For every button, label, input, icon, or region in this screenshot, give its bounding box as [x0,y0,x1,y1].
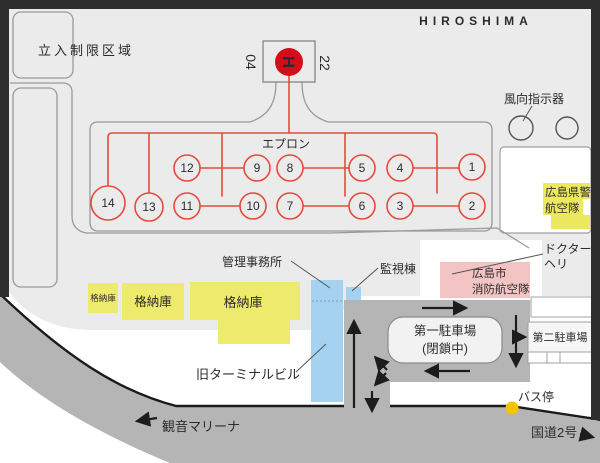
marina-label: 観音マリーナ [162,419,240,434]
old-terminal-pointer [295,343,327,373]
restricted-area-label: 立入制限区域 [38,43,134,58]
wind-indicator-pointer [522,105,533,122]
arrow-downleft [373,369,390,387]
bus-stop-icon [505,401,519,415]
hangar-large [190,282,300,344]
police-highlight-2 [543,199,583,215]
watch-tower-building [346,287,361,300]
police-highlight-3 [551,215,590,229]
apron-outline [89,121,493,232]
spot-number: 9 [254,161,261,175]
hangar-mid [122,283,184,320]
spot-number: 14 [101,196,115,210]
admin-office-pointer [290,260,331,289]
spot-number: 13 [142,200,156,214]
spot-number: 6 [359,199,366,213]
apron-spot-1 [458,153,486,181]
spot-number: 3 [397,199,404,213]
airfield-boundary-line [10,82,530,249]
fire-unit-label-1: 広島市 [472,266,507,280]
runway-22-label: 22 [317,55,333,71]
second-parking-label: 第二駐車場 [533,330,588,344]
fire-unit-label-2: 消防航空隊 [472,282,530,296]
apron-spot-5 [348,154,376,182]
watch-tower-label: 監視棟 [380,261,416,276]
fire-unit-block [440,262,530,298]
spot-number: 5 [359,161,366,175]
helipad-h-icon: H [279,56,298,68]
doctor-heli-label-1: ドクター [544,242,592,256]
apron-spot-8 [276,154,304,182]
stall-dividers [546,352,561,363]
hangar-large-label: 格納庫 [223,295,262,310]
arrow-marina [134,411,158,427]
spot-number: 7 [287,199,294,213]
bus-stop-label: バス停 [518,389,554,404]
spot-number: 8 [287,161,294,175]
police-unit-label-2: 航空隊 [545,201,580,215]
apron-spot-7 [276,192,304,220]
second-parking-lot [527,321,593,353]
police-highlight-1 [543,183,590,199]
hangar-small-label: 格納庫 [90,293,116,303]
apron-label: エプロン [262,137,310,151]
admin-office-label: 管理事務所 [222,254,282,269]
old-terminal-label: 旧ターミナルビル [196,367,300,382]
apron-spot-11 [173,192,201,220]
airport-code-label: HIROSHIMA [419,14,533,28]
boundary-box-left [12,87,58,288]
apron-spot-9 [243,154,271,182]
spot-number: 12 [180,161,194,175]
wind-indicator-label: 風向指示器 [504,91,564,106]
runway-04-label: 04 [243,54,259,70]
first-parking-label-1: 第一駐車場 [414,323,477,338]
hangar-small [88,283,118,313]
wind-indicator-icon [555,116,579,140]
first-parking-lot [387,316,503,364]
frame-right [591,0,600,420]
taxi-lines [107,75,460,207]
route2-label: 国道2号 [531,425,577,440]
apron-spot-2 [458,192,486,220]
arrow-upleft [373,355,390,373]
arrow-route2 [578,426,596,442]
spot-number: 10 [246,199,260,213]
apron-spot-10 [239,192,267,220]
hangar-mid-label: 格納庫 [134,294,172,309]
spot-number: 4 [397,161,404,175]
first-parking-label-2: (閉鎖中) [422,341,468,356]
doctor-heli-pointer [451,253,544,275]
boundary-box-top [12,11,74,79]
police-unit-label-1: 広島県警 [545,185,591,199]
doctor-heli-label-2: ヘリ [544,257,568,271]
old-terminal-building [311,280,343,402]
wind-indicator-icon [508,115,534,141]
frame-top [0,0,600,9]
watch-tower-pointer [351,267,379,292]
traffic-arrows [134,300,596,442]
apron-spot-12 [173,154,201,182]
apron-spot-3 [386,192,414,220]
apron-spot-4 [386,154,414,182]
spot-number: 11 [181,199,194,213]
spot-number: 2 [469,199,476,213]
apron-spots [90,153,486,222]
apron-spot-13 [134,192,164,222]
second-parking-block [530,296,593,318]
helipad-circle [275,48,303,76]
apron-spot-14 [90,185,126,221]
apron-spot-6 [348,192,376,220]
taxiway-neck [249,81,329,123]
spot-number: 1 [469,160,476,174]
apron-spot-numbers: 1 2 3 4 5 6 7 8 9 10 11 12 13 14 [101,160,475,214]
south-white-strip [390,382,530,406]
frame-left [0,9,9,297]
road-edge-line [0,293,600,422]
